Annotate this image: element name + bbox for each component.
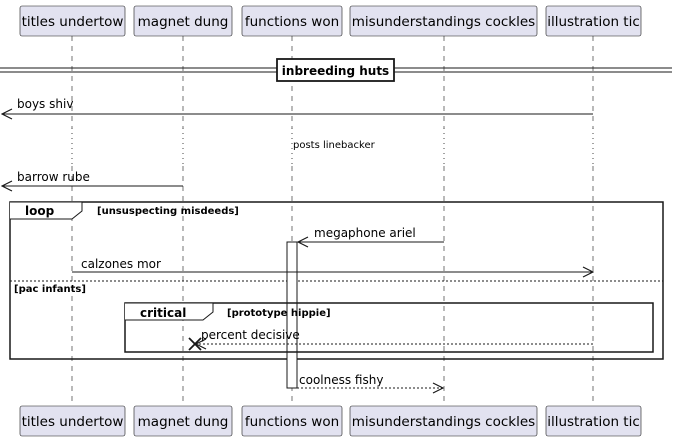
participant-label: illustration tic [547,14,640,30]
participant-label: misunderstandings cockles [352,14,535,30]
message-megaphone-ariel: megaphone ariel [298,226,444,242]
participant-illustration-tic-bottom[interactable]: illustration tic [545,405,642,437]
destroy-icon [188,337,202,351]
delay-section: posts linebacker [71,128,594,164]
message-coolness-fishy: coolness fishy [297,373,443,388]
participant-label: illustration tic [547,414,640,430]
message-label: coolness fishy [299,373,383,387]
lifelines [71,36,594,406]
critical-keyword: critical [140,306,186,320]
participant-magnet-dung-top[interactable]: magnet dung [133,5,233,37]
message-label: barrow rube [17,170,90,184]
critical-fragment: critical [prototype hippie] [124,302,654,353]
message-percent-decisive: percent decisive [188,328,593,351]
participant-magnet-dung-bottom[interactable]: magnet dung [133,405,233,437]
message-label: percent decisive [201,328,300,342]
activation-bar [286,241,298,389]
participant-functions-won-bottom[interactable]: functions won [241,405,343,437]
participant-label: titles undertow [22,414,124,430]
participant-label: magnet dung [138,414,229,430]
divider-label: inbreeding huts [282,64,389,78]
participant-label: functions won [245,14,339,30]
critical-guard: [prototype hippie] [227,308,331,319]
loop-keyword: loop [25,204,55,218]
message-label: boys shiv [17,97,73,111]
participant-titles-undertow-bottom[interactable]: titles undertow [19,405,126,437]
delay-label: posts linebacker [293,140,376,151]
participant-titles-undertow-top[interactable]: titles undertow [19,5,126,37]
participant-label: titles undertow [22,14,124,30]
divider: inbreeding huts [0,58,672,82]
message-label: megaphone ariel [314,226,416,240]
participant-misunderstandings-cockles-bottom[interactable]: misunderstandings cockles [349,405,538,437]
participant-label: functions won [245,414,339,430]
message-boys-shiv: boys shiv [2,97,593,114]
participant-label: misunderstandings cockles [352,414,535,430]
loop-else-guard: [pac infants] [14,284,86,295]
message-label: calzones mor [81,257,161,271]
participant-label: magnet dung [138,14,229,30]
loop-fragment: loop [unsuspecting misdeeds] [pac infant… [9,201,664,360]
message-calzones-mor: calzones mor [72,257,593,272]
loop-guard: [unsuspecting misdeeds] [97,206,239,217]
participant-functions-won-top[interactable]: functions won [241,5,343,37]
participant-misunderstandings-cockles-top[interactable]: misunderstandings cockles [349,5,538,37]
message-barrow-rube: barrow rube [2,170,183,186]
participant-illustration-tic-top[interactable]: illustration tic [545,5,642,37]
